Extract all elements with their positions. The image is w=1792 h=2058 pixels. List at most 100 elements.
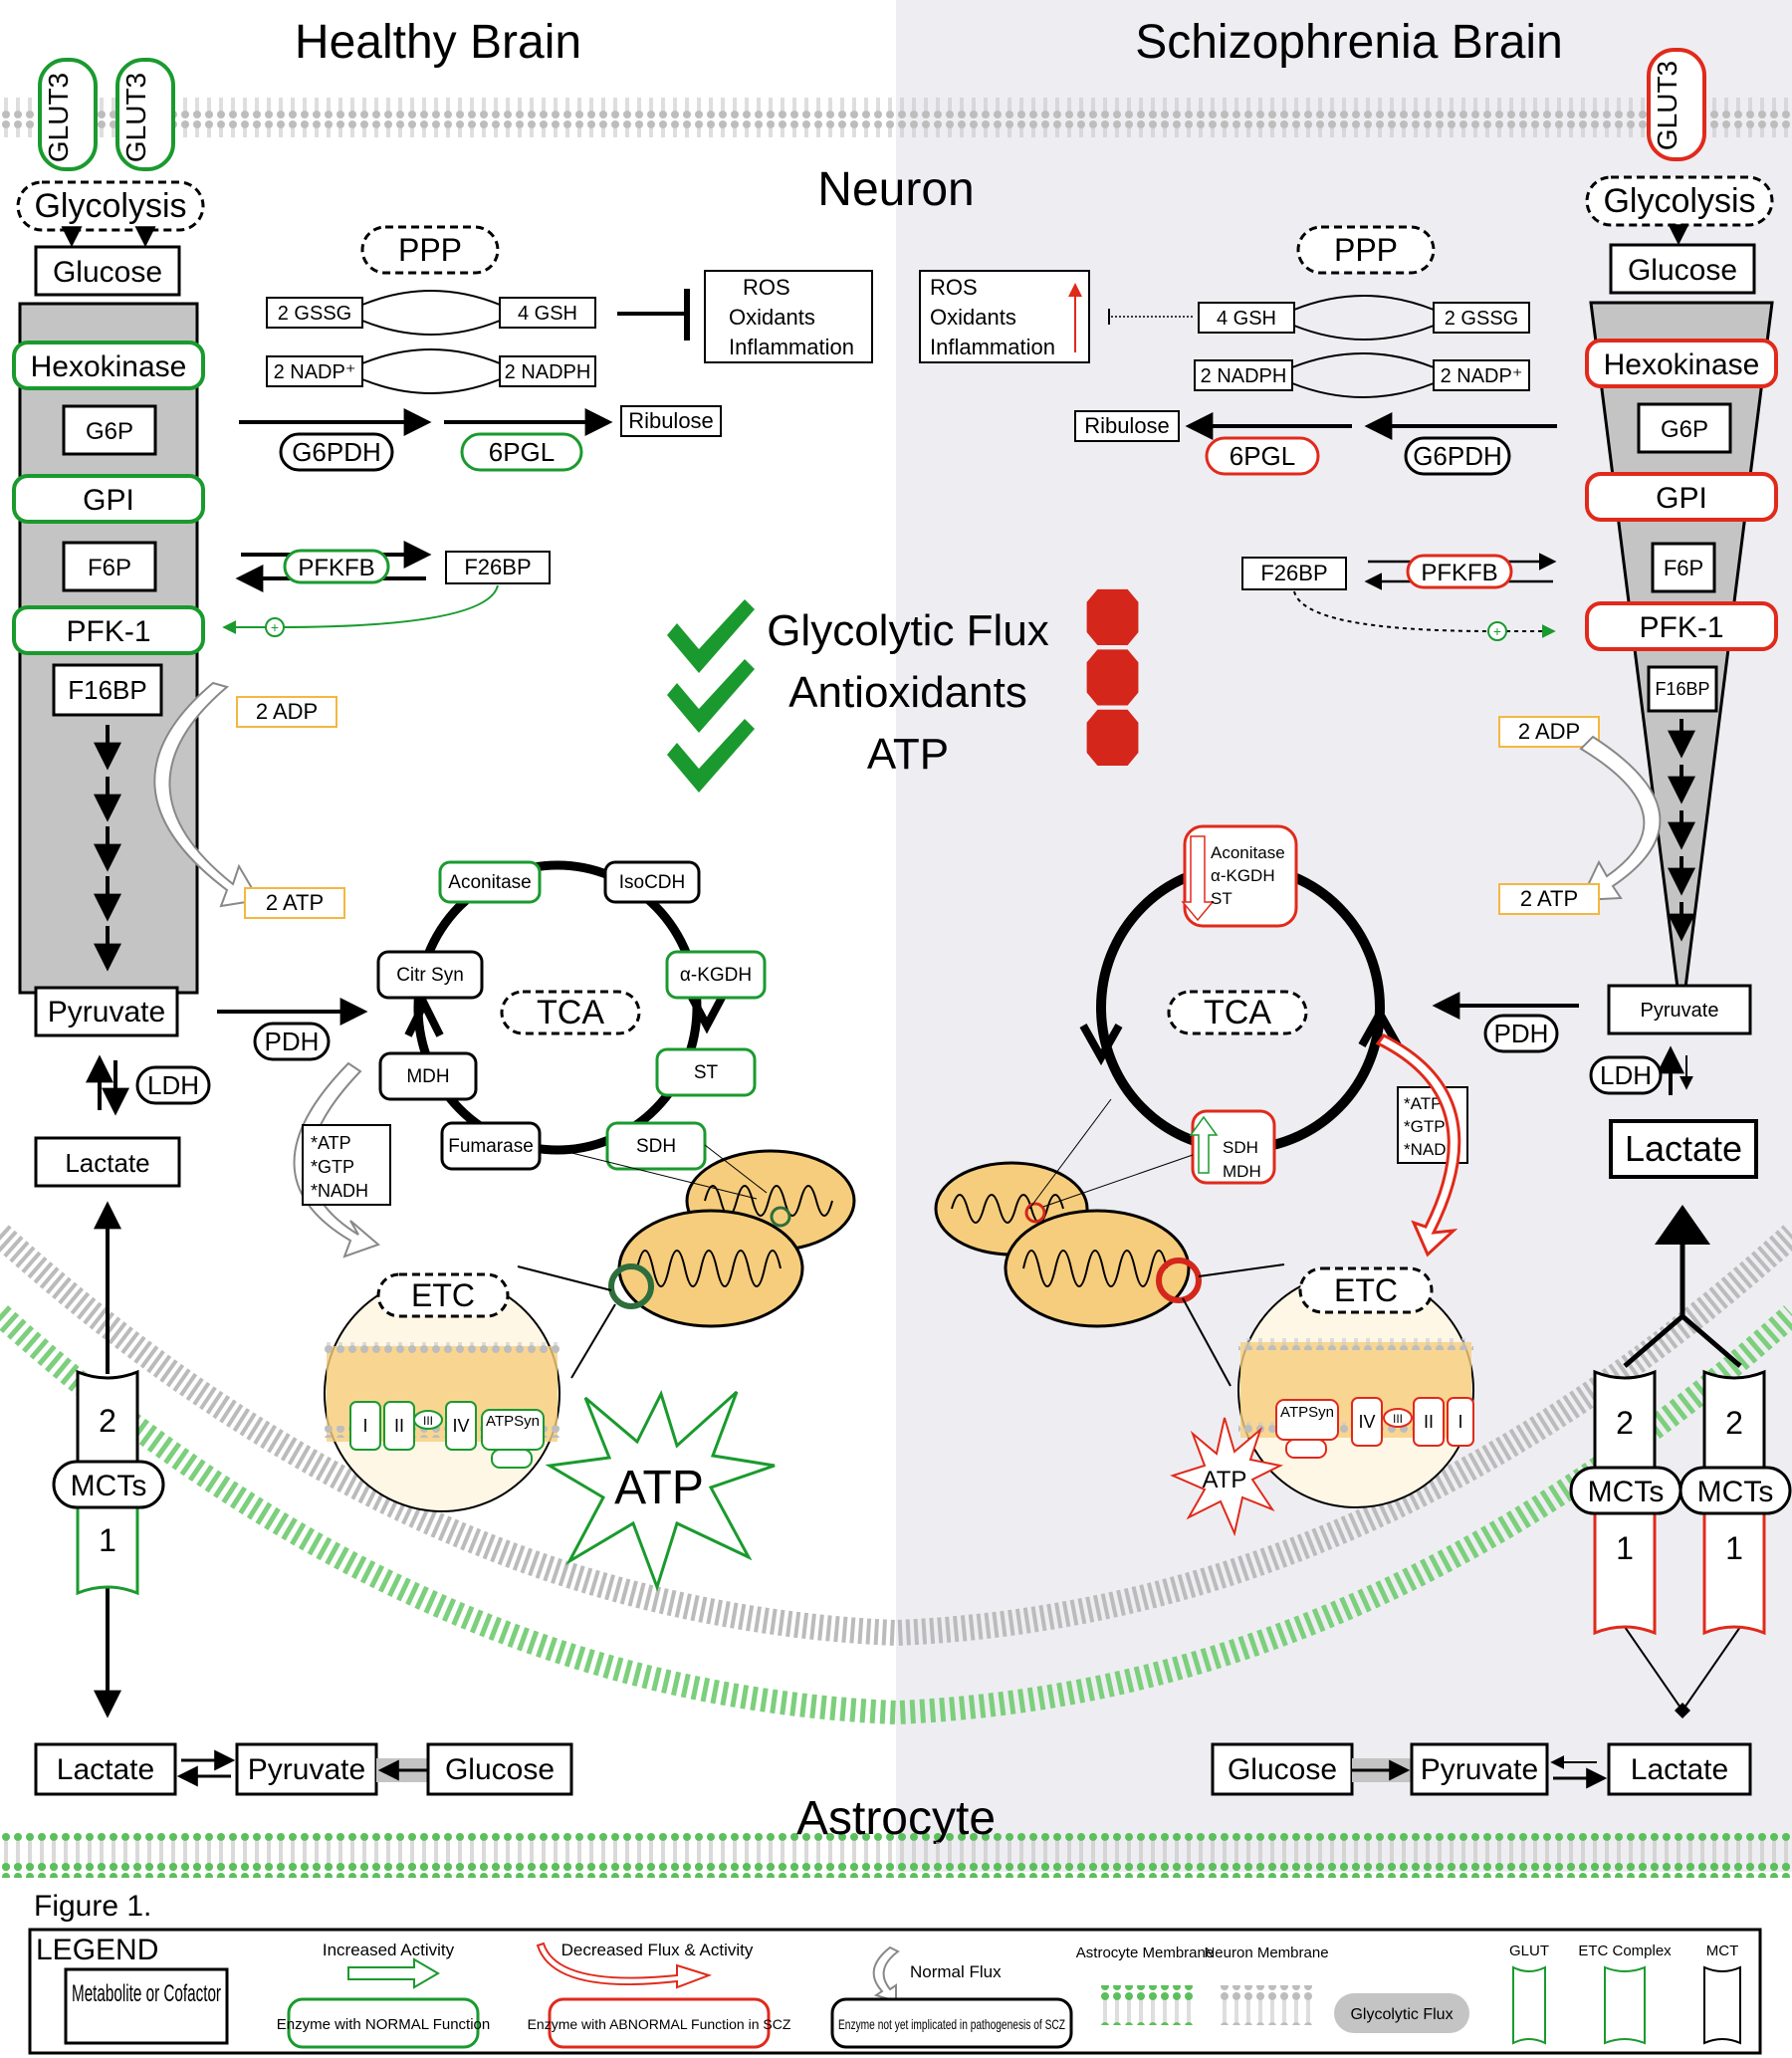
tca-process-healthy: TCA — [500, 990, 641, 1035]
neuron-label: Neuron — [817, 163, 974, 216]
lactate-box-astro-healthy: Lactate — [34, 1742, 177, 1796]
svg-text:II: II — [1424, 1412, 1434, 1432]
ppp-process-scz: PPP — [1296, 225, 1436, 275]
pfkfb-enzyme-scz: PFKFB — [1406, 554, 1513, 589]
increase-arrow-icon — [1189, 1115, 1219, 1174]
svg-text:IsoCDH: IsoCDH — [619, 872, 686, 893]
svg-text:*NADH: *NADH — [311, 1181, 368, 1201]
pyruvate-box-healthy: Pyruvate — [34, 986, 179, 1037]
g6pdh-enzyme-healthy: G6PDH — [279, 432, 394, 472]
svg-text:Citr Syn: Citr Syn — [396, 965, 464, 986]
svg-text:MCTs: MCTs — [1588, 1476, 1665, 1508]
svg-text:Enzyme with NORMAL Function: Enzyme with NORMAL Function — [277, 2016, 491, 2033]
pfk1-enzyme-healthy: PFK-1 — [12, 605, 205, 655]
svg-text:Ribulose: Ribulose — [628, 408, 714, 433]
checkmark-icon — [667, 719, 755, 793]
pfkfb-enzyme-healthy: PFKFB — [283, 549, 390, 584]
lactate-export-diamond-scz — [1675, 1703, 1690, 1718]
svg-text:Oxidants: Oxidants — [729, 305, 815, 330]
glut3-transporter: GLUT3 — [115, 58, 175, 171]
svg-text:Glucose: Glucose — [1228, 1753, 1337, 1786]
healthy-title: Healthy Brain — [295, 16, 581, 69]
legend-enzyme-normal: Enzyme with NORMAL Function — [277, 1997, 491, 2049]
mito-zoom-marker-small-scz — [1024, 1202, 1046, 1224]
mdh-to-mito-line-healthy — [539, 1144, 758, 1200]
svg-text:MDH: MDH — [406, 1066, 449, 1087]
mdh-enzyme-healthy: MDH — [378, 1051, 478, 1101]
legend-normal-flux-label: Normal Flux — [910, 1962, 1002, 1981]
svg-text:*NADH: *NADH — [1404, 1140, 1458, 1159]
svg-text:G6PDH: G6PDH — [1413, 441, 1502, 471]
ldh-arrows-healthy — [86, 1054, 129, 1116]
f6p-box-scz: F6P — [1651, 542, 1716, 593]
svg-text:Metabolite or Cofactor: Metabolite or Cofactor — [72, 1980, 221, 2007]
pyruvate-box-astro-scz: Pyruvate — [1410, 1742, 1549, 1796]
f26bp-box-scz: F26BP — [1241, 557, 1347, 590]
citrsyn-enzyme-healthy: Citr Syn — [376, 950, 484, 1000]
svg-text:SDH: SDH — [1223, 1138, 1258, 1157]
ros-box-healthy: ROS Oxidants Inflammation — [704, 270, 873, 363]
svg-text:2: 2 — [1616, 1405, 1634, 1441]
mct-transporter-scz: 2 MCTs 1 — [1569, 1369, 1682, 1636]
svg-text:Pyruvate: Pyruvate — [1641, 1000, 1719, 1022]
svg-text:Glucose: Glucose — [53, 256, 162, 289]
6pgl-enzyme-scz: 6PGL — [1205, 436, 1320, 476]
pfk1-enzyme-scz: PFK-1 — [1585, 601, 1778, 651]
ppp-process-healthy: PPP — [360, 225, 500, 275]
tca-arrowhead-healthy — [687, 994, 727, 1034]
figure-label: Figure 1. — [34, 1890, 151, 1923]
glycolysis-process-scz: Glycolysis — [1585, 175, 1774, 227]
svg-text:G6P: G6P — [86, 418, 133, 445]
svg-text:F26BP: F26BP — [1260, 561, 1327, 585]
svg-text:Inflammation: Inflammation — [729, 335, 854, 359]
legend-glut-label: GLUT — [1509, 1943, 1549, 1959]
f6p-box-healthy: F6P — [62, 541, 157, 592]
svg-text:*ATP: *ATP — [311, 1133, 351, 1153]
svg-text:GLUT3: GLUT3 — [120, 73, 151, 162]
svg-text:6PGL: 6PGL — [1230, 441, 1296, 471]
legend-increased-label: Increased Activity — [323, 1941, 455, 1959]
svg-text:PFK-1: PFK-1 — [66, 615, 150, 648]
legend-astro-membrane-label: Astrocyte Membrane — [1076, 1944, 1214, 1961]
svg-text:6PGL: 6PGL — [489, 437, 556, 467]
svg-text:2 ADP: 2 ADP — [256, 699, 318, 724]
ldh-enzyme-scz: LDH — [1589, 1055, 1663, 1095]
svg-text:G6P: G6P — [1661, 416, 1708, 443]
glycolysis-process-healthy: Glycolysis — [16, 180, 205, 232]
g6p-box-scz: G6P — [1637, 402, 1732, 454]
decreased-flux-arrow-cofactor-scz — [1375, 1033, 1461, 1258]
glucose-box-astro-healthy: Glucose — [426, 1742, 573, 1796]
mct-transporter-healthy: 2 MCTs 1 — [52, 1369, 165, 1596]
summary-antioxidants: Antioxidants — [788, 668, 1027, 717]
atp-burst-label-healthy: ATP — [614, 1462, 704, 1514]
mito-zoom-marker-scz — [1156, 1258, 1202, 1303]
svg-text:Aconitase: Aconitase — [1211, 843, 1285, 862]
svg-text:2 ATP: 2 ATP — [266, 890, 324, 915]
svg-text:PFKFB: PFKFB — [298, 555, 374, 581]
svg-text:F16BP: F16BP — [1655, 679, 1709, 699]
legend-etc-complex-icon — [1604, 1965, 1646, 2045]
svg-text:1: 1 — [99, 1522, 116, 1558]
legend-neuron-membrane-label: Neuron Membrane — [1204, 1944, 1328, 1961]
f26bp-activation-arrow-healthy — [222, 584, 499, 634]
checkmark-icon — [667, 659, 755, 733]
svg-text:ATPSyn: ATPSyn — [486, 1413, 540, 1430]
mitochondrion-scz — [1004, 1209, 1191, 1328]
svg-text:Lactate: Lactate — [1625, 1128, 1742, 1169]
svg-text:*GTP: *GTP — [1404, 1117, 1446, 1136]
svg-text:2 NADPH: 2 NADPH — [1201, 365, 1287, 387]
svg-text:ST: ST — [694, 1062, 719, 1083]
svg-text:TCA: TCA — [537, 994, 604, 1031]
scz-title: Schizophrenia Brain — [1135, 16, 1563, 69]
sdh-to-mito-line-healthy — [704, 1144, 768, 1194]
mito-zoom-marker-healthy — [608, 1263, 654, 1309]
stop-sign-icon — [1086, 709, 1139, 766]
neuron-membrane-top — [0, 98, 1792, 137]
summary-glycolytic-flux: Glycolytic Flux — [767, 606, 1049, 655]
pyruvate-box-scz: Pyruvate — [1607, 984, 1752, 1035]
svg-text:Oxidants: Oxidants — [930, 305, 1016, 330]
svg-text:F6P: F6P — [1664, 556, 1703, 580]
ldh-enzyme-healthy: LDH — [135, 1065, 211, 1105]
cofactor-box-healthy: *ATP *GTP *NADH — [302, 1124, 391, 1206]
